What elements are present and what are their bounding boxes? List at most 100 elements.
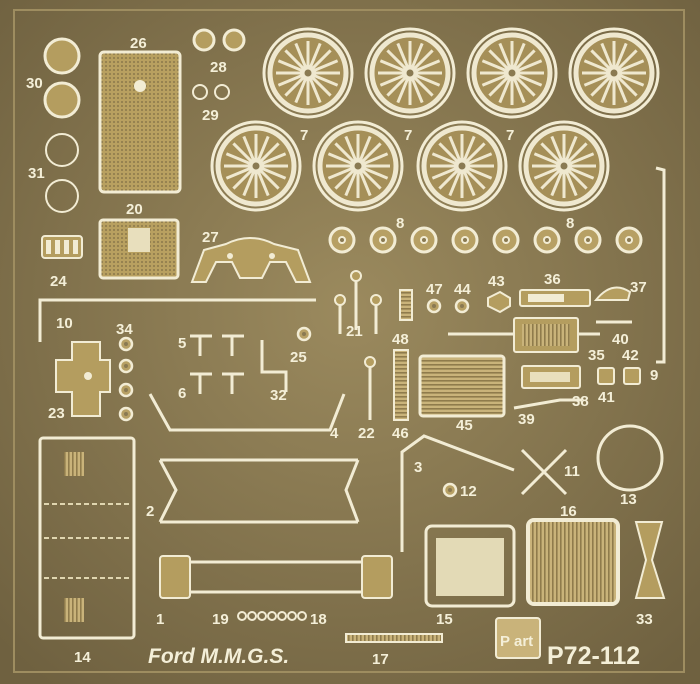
part-5-pins bbox=[190, 334, 244, 356]
label-12: 12 bbox=[460, 483, 477, 500]
label-17: 17 bbox=[372, 651, 389, 668]
svg-text:P: P bbox=[500, 633, 510, 650]
label-7c: 7 bbox=[506, 127, 514, 144]
label-23: 23 bbox=[48, 405, 65, 422]
part-numbers: 26 30 31 28 29 7 7 7 20 8 8 27 24 10 34 … bbox=[26, 35, 658, 668]
label-40: 40 bbox=[612, 331, 629, 348]
part-23-bracket bbox=[55, 341, 111, 417]
label-27: 27 bbox=[202, 229, 219, 246]
part-11-cross bbox=[520, 448, 568, 496]
fret-title: Ford M.M.G.S. bbox=[148, 645, 289, 668]
label-7b: 7 bbox=[404, 127, 412, 144]
part-41-clip bbox=[597, 367, 615, 385]
label-30: 30 bbox=[26, 75, 43, 92]
part-2-frame bbox=[158, 458, 360, 524]
part-10-rod bbox=[38, 298, 316, 342]
label-11: 11 bbox=[564, 463, 580, 480]
part-17-strip bbox=[345, 633, 443, 643]
label-24: 24 bbox=[50, 273, 67, 290]
label-48: 48 bbox=[392, 331, 409, 348]
part-12-ring bbox=[442, 482, 458, 498]
label-35: 35 bbox=[588, 347, 605, 364]
label-3: 3 bbox=[414, 459, 422, 476]
part-4-frame bbox=[148, 393, 346, 432]
part-35-axle bbox=[448, 317, 600, 353]
part-19-18-chain bbox=[237, 611, 307, 621]
label-46: 46 bbox=[392, 425, 409, 442]
label-31: 31 bbox=[28, 165, 45, 182]
part-30-discs bbox=[43, 37, 81, 119]
part-9-rod bbox=[655, 166, 666, 364]
part-32-bracket bbox=[260, 340, 288, 392]
part-22-lever bbox=[364, 356, 376, 420]
label-20: 20 bbox=[126, 201, 143, 218]
label-29: 29 bbox=[202, 107, 219, 124]
part-26-grille bbox=[98, 50, 182, 194]
label-47: 47 bbox=[426, 281, 443, 298]
label-36: 36 bbox=[544, 271, 561, 288]
part-3-rod bbox=[400, 434, 515, 552]
label-14: 14 bbox=[74, 649, 91, 666]
label-37: 37 bbox=[630, 279, 647, 296]
part-48-strip bbox=[399, 289, 413, 321]
part-28-discs bbox=[192, 28, 246, 52]
label-38: 38 bbox=[572, 393, 589, 410]
part-39-rod bbox=[513, 398, 582, 410]
label-28: 28 bbox=[210, 59, 227, 76]
label-19: 19 bbox=[212, 611, 229, 628]
part-25-ring bbox=[296, 326, 312, 342]
part-21-levers bbox=[334, 270, 382, 334]
part-15-radiator bbox=[424, 524, 516, 608]
part-36-plate bbox=[519, 289, 591, 307]
part-45-radiator bbox=[418, 354, 506, 418]
part-24-clip bbox=[41, 235, 83, 259]
part-6-pins bbox=[190, 372, 244, 394]
fret-border bbox=[13, 9, 685, 673]
label-8b: 8 bbox=[566, 215, 574, 232]
part-1-chassis bbox=[159, 555, 393, 599]
part-33-clip bbox=[634, 521, 666, 599]
label-1: 1 bbox=[156, 611, 164, 628]
part-20-panel bbox=[98, 218, 180, 280]
label-6: 6 bbox=[178, 385, 186, 402]
part-16-grille bbox=[526, 518, 620, 606]
label-39: 39 bbox=[518, 411, 535, 428]
label-18: 18 bbox=[310, 611, 327, 628]
part-44-ring bbox=[454, 298, 470, 314]
part-27-bracket bbox=[190, 237, 312, 283]
label-25: 25 bbox=[290, 349, 307, 366]
part-14-door bbox=[38, 436, 136, 640]
label-13: 13 bbox=[620, 491, 637, 508]
fret-code: P72-112 bbox=[547, 642, 640, 670]
part-47-ring bbox=[426, 298, 442, 314]
svg-text:art: art bbox=[514, 633, 533, 650]
label-9: 9 bbox=[650, 367, 658, 384]
part-13-ring bbox=[596, 424, 664, 492]
label-21: 21 bbox=[346, 323, 363, 340]
part-31-rings bbox=[45, 133, 79, 213]
label-16: 16 bbox=[560, 503, 577, 520]
label-4: 4 bbox=[330, 425, 339, 442]
label-15: 15 bbox=[436, 611, 453, 628]
label-44: 44 bbox=[454, 281, 471, 298]
part-42-clip bbox=[623, 367, 641, 385]
label-43: 43 bbox=[488, 273, 505, 290]
part-43-hex bbox=[487, 290, 511, 314]
label-26: 26 bbox=[130, 35, 147, 52]
label-41: 41 bbox=[598, 389, 615, 406]
label-8a: 8 bbox=[396, 215, 404, 232]
part-46-strip bbox=[393, 349, 409, 421]
part-37-clamp bbox=[593, 286, 632, 301]
label-34: 34 bbox=[116, 321, 133, 338]
label-45: 45 bbox=[456, 417, 473, 434]
label-5: 5 bbox=[178, 335, 186, 352]
part-logo: P art bbox=[495, 617, 541, 659]
label-10: 10 bbox=[56, 315, 73, 332]
part-38-bracket bbox=[521, 365, 581, 389]
label-32: 32 bbox=[270, 387, 287, 404]
label-2: 2 bbox=[146, 503, 154, 520]
label-22: 22 bbox=[358, 425, 375, 442]
part-29-rings bbox=[192, 84, 230, 100]
label-33: 33 bbox=[636, 611, 653, 628]
